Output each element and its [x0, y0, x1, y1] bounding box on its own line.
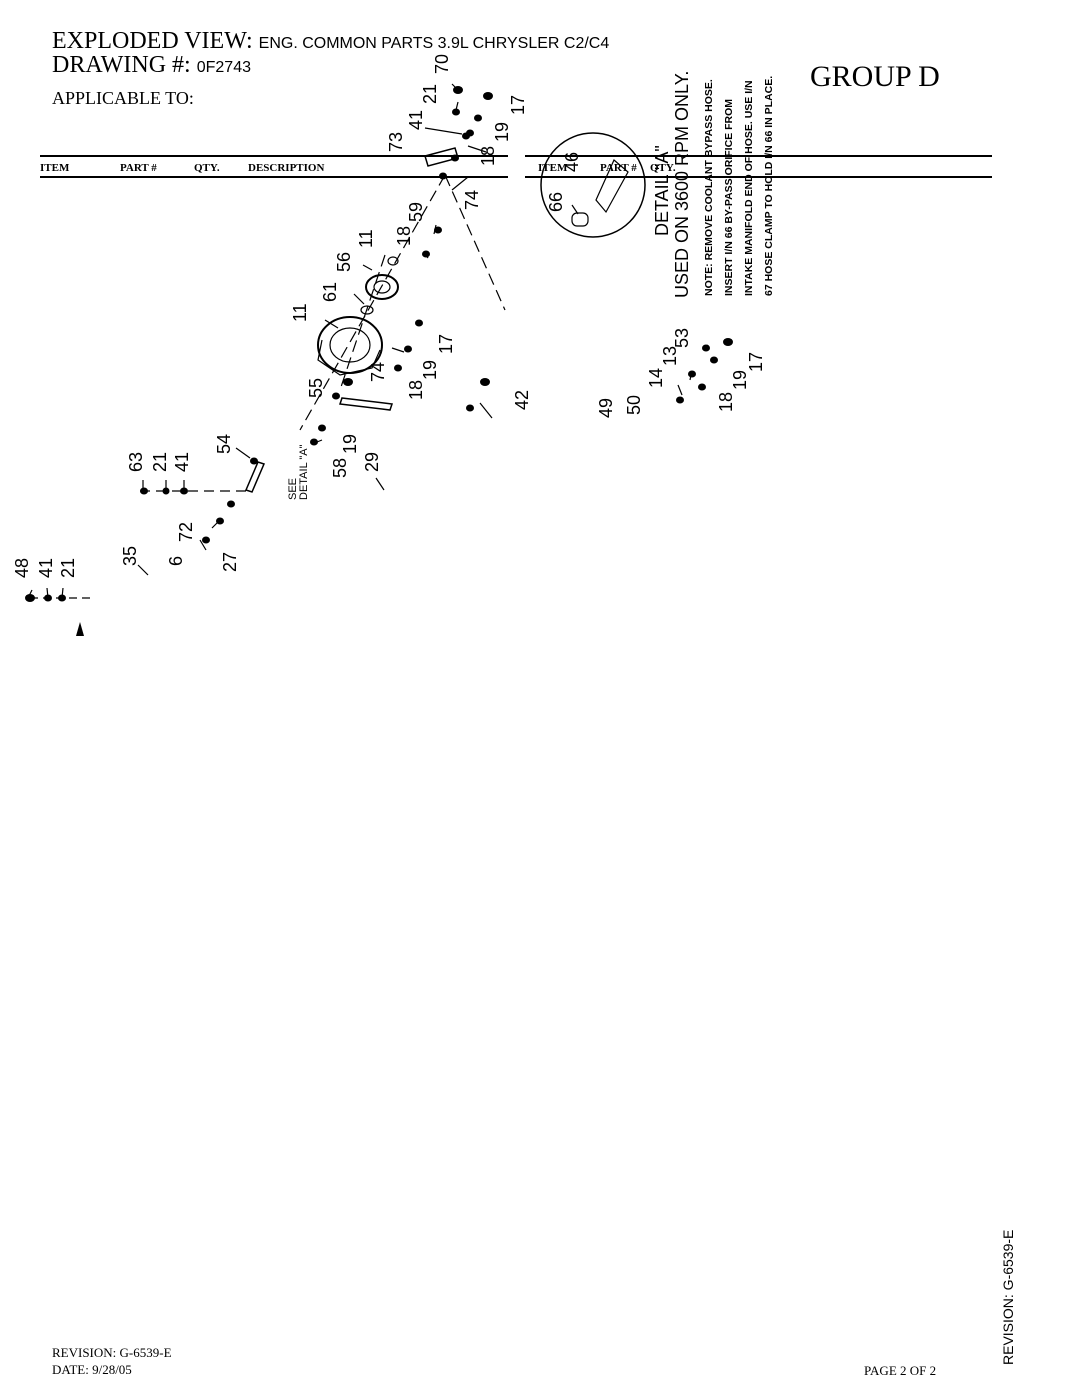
callout-48: 48	[12, 557, 32, 578]
view-arrow	[76, 622, 84, 636]
callout-41c: 41	[36, 557, 56, 578]
callout-74: 74	[462, 189, 482, 210]
th-description: DESCRIPTION	[248, 162, 325, 174]
callout-11b: 11	[290, 303, 310, 322]
callout-19c: 19	[730, 369, 750, 390]
callout-11: 11	[356, 229, 376, 248]
callout-46: 46	[562, 151, 582, 172]
callout-35: 35	[120, 545, 140, 566]
table-left-top-rule	[40, 155, 508, 157]
callout-13: 13	[660, 345, 680, 366]
title-prefix: EXPLODED VIEW:	[52, 28, 253, 54]
th-part: PART #	[120, 162, 157, 174]
bracket-mid	[338, 397, 394, 411]
callout-66: 66	[546, 191, 566, 212]
callout-54: 54	[214, 433, 234, 454]
callout-59: 59	[406, 201, 426, 222]
footer-revision: REVISION: G-6539-E	[52, 1345, 172, 1360]
fastener-dots	[25, 86, 733, 636]
footer-date: DATE: 9/28/05	[52, 1362, 132, 1377]
drawing-number-line: DRAWING #: 0F2743	[52, 52, 251, 79]
callout-21c: 21	[58, 557, 78, 578]
callout-29: 29	[362, 451, 382, 472]
callout-63: 63	[126, 451, 146, 472]
callout-18: 18	[478, 145, 498, 166]
callout-70: 70	[432, 53, 452, 74]
callout-19d: 19	[340, 433, 360, 454]
callout-19: 19	[492, 121, 512, 142]
rpm-note: USED ON 3600 RPM ONLY.	[672, 70, 692, 298]
page-title: EXPLODED VIEW: ENG. COMMON PARTS 3.9L CH…	[52, 28, 609, 55]
callout-55: 55	[306, 377, 326, 398]
callout-41: 41	[406, 109, 426, 130]
side-revision: REVISION: G-6539-E	[1000, 1229, 1016, 1365]
title-description: ENG. COMMON PARTS 3.9L CHRYSLER C2/C4	[258, 35, 610, 52]
hose-note-line-3: INTAKE MANIFOLD END OF HOSE. USE I/N	[743, 80, 755, 296]
th-qty: QTY.	[194, 162, 220, 174]
bracket-left	[244, 461, 266, 493]
table-right-top-rule	[525, 155, 992, 157]
see-detail-label: SEE DETAIL "A"	[287, 444, 310, 501]
detail-a-orifice	[571, 212, 589, 227]
hose-note-line-1: NOTE: REMOVE COOLANT BYPASS HOSE.	[703, 79, 715, 296]
detail-a-circle	[540, 132, 646, 238]
callout-42: 42	[512, 389, 532, 410]
callout-61: 61	[320, 281, 340, 302]
callout-18b: 18	[394, 225, 414, 246]
callout-14: 14	[646, 367, 666, 388]
callout-56: 56	[334, 251, 354, 272]
callout-18c: 18	[406, 379, 426, 400]
callout-19b: 19	[420, 359, 440, 380]
footer-page: PAGE 2 OF 2	[864, 1363, 937, 1378]
callout-49: 49	[596, 397, 616, 418]
table-left-bottom-rule	[40, 176, 508, 178]
applicable-to-label: APPLICABLE TO:	[52, 88, 194, 108]
detail-a-hose	[595, 159, 629, 214]
callout-27: 27	[220, 551, 240, 572]
table-right-bottom-rule	[525, 176, 992, 178]
drawing-number: 0F2743	[196, 59, 251, 76]
group-label: GROUP D	[810, 60, 940, 93]
callout-17: 17	[508, 94, 528, 115]
pulley	[365, 274, 399, 300]
hose-note-line-2: INSERT I/N 66 BY-PASS ORIFICE FROM	[723, 99, 735, 296]
callout-74b: 74	[368, 361, 388, 382]
centerline-pulley	[339, 254, 386, 391]
th-right-qty: QTY.	[650, 162, 676, 174]
centerline-detail	[444, 174, 506, 311]
drawing-prefix: DRAWING #:	[52, 52, 191, 78]
callout-18d: 18	[716, 391, 736, 412]
callout-21b: 21	[150, 451, 170, 472]
callout-6: 6	[166, 555, 186, 566]
callout-73: 73	[386, 131, 406, 152]
centerline-main	[299, 174, 446, 431]
callout-58: 58	[330, 457, 350, 478]
callout-72: 72	[176, 521, 196, 542]
callout-41b: 41	[172, 451, 192, 472]
detail-a-title: DETAIL "A"	[652, 145, 672, 236]
hose-note: NOTE: REMOVE COOLANT BYPASS HOSE. INSERT…	[703, 76, 775, 296]
callout-50: 50	[624, 394, 644, 415]
hose-note-line-4: 67 HOSE CLAMP TO HOLD I/N 66 IN PLACE.	[763, 75, 775, 296]
callout-17b: 17	[436, 333, 456, 354]
th-item: ITEM	[40, 162, 70, 174]
callout-21: 21	[420, 83, 440, 104]
